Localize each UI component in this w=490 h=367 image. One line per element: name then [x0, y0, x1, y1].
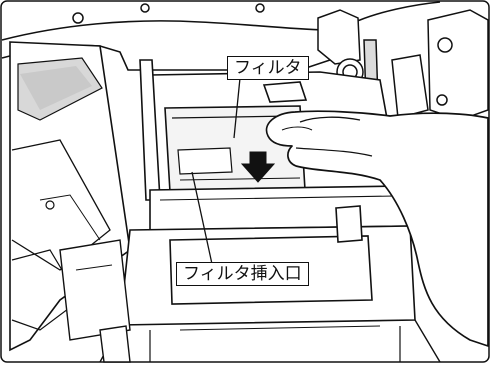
insert-down-arrow-icon — [240, 151, 276, 183]
filter-label: フィルタ — [227, 56, 309, 80]
lower-left-structure — [59, 239, 131, 363]
hand-illustration — [265, 110, 489, 347]
top-bolts — [72, 3, 265, 24]
filter-insertion-slot-label: フィルタ挿入口 — [176, 262, 309, 286]
dashboard-shell — [1, 1, 441, 352]
filter-leader-line — [233, 77, 241, 139]
leader-lines — [191, 77, 241, 265]
slot-leader-line — [191, 171, 213, 265]
